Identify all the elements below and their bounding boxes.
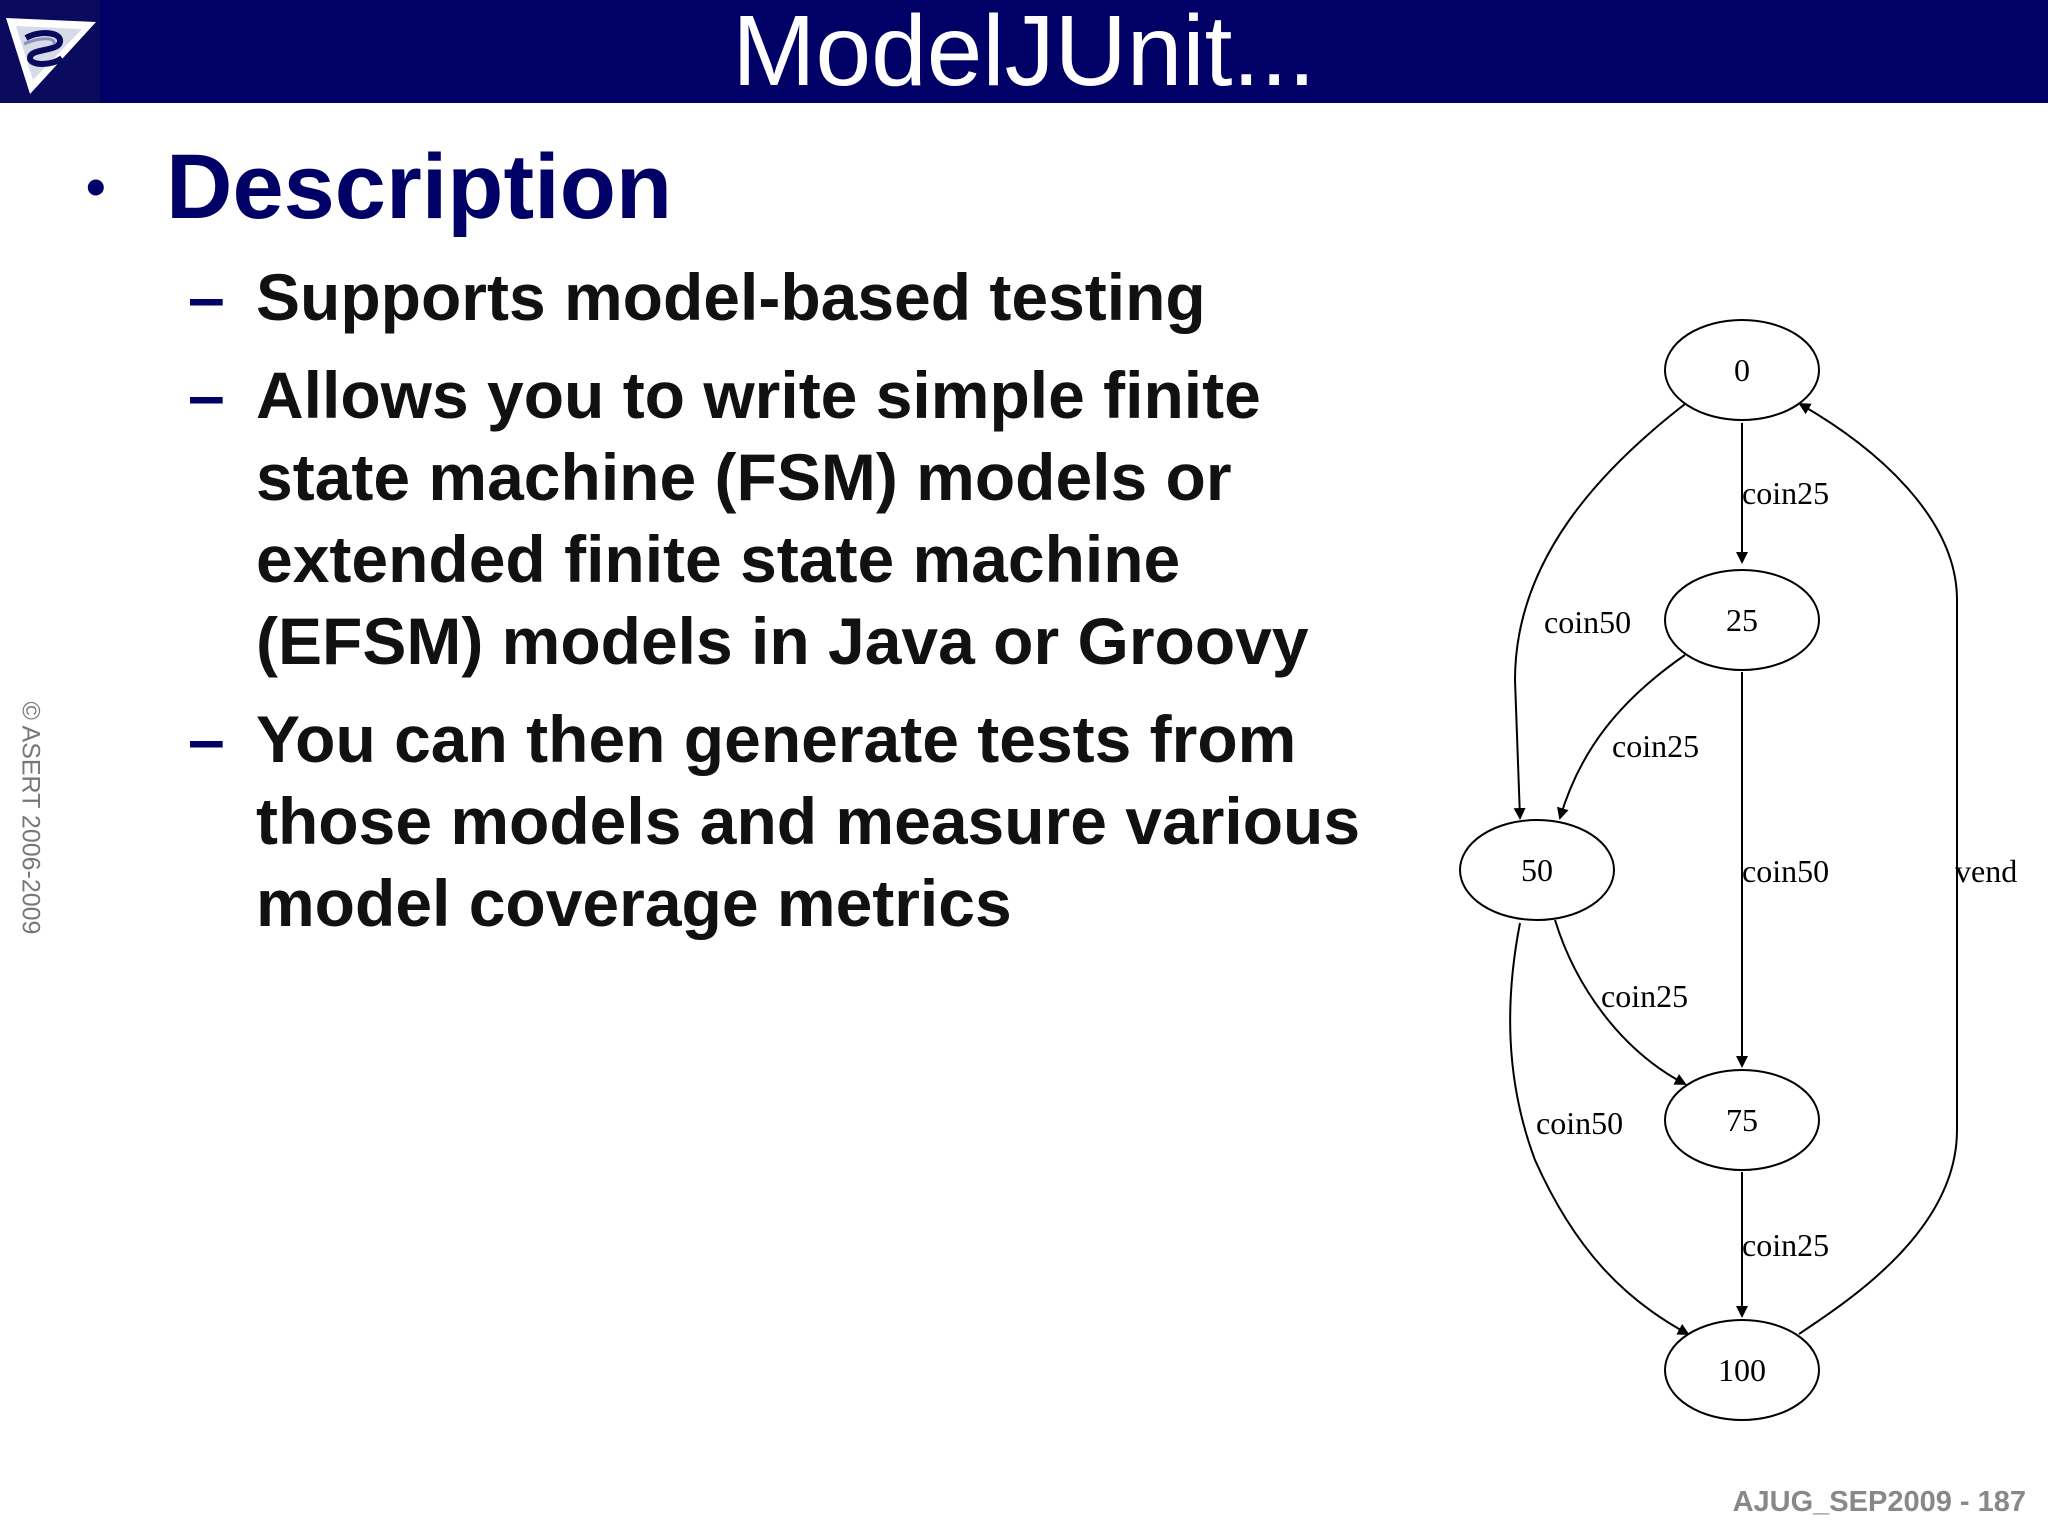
edge-label: coin50 xyxy=(1742,853,1829,889)
asert-logo xyxy=(0,0,100,103)
sub-bullet-item: – Supports model-based testing xyxy=(188,256,1418,338)
title-bar: ModelJUnit... xyxy=(0,0,2048,103)
node-label: 75 xyxy=(1726,1102,1758,1138)
edge-label: vend xyxy=(1955,853,2017,889)
dash-icon: – xyxy=(188,260,225,334)
fsm-diagram: coin25 coin50 coin25 coin50 coin25 coin5… xyxy=(1440,300,2048,1450)
edge-label: coin25 xyxy=(1742,1227,1829,1263)
footer-slide-number: AJUG_SEP2009 - 187 xyxy=(1732,1486,2026,1518)
node-label: 25 xyxy=(1726,602,1758,638)
sub-bullet-item: – Allows you to write simple finite stat… xyxy=(188,354,1418,682)
slide-title: ModelJUnit... xyxy=(732,0,1316,107)
main-bullet-text: Description xyxy=(166,136,673,238)
dash-icon: – xyxy=(188,702,225,776)
bullet-dot-icon: • xyxy=(86,155,106,218)
state-node-50: 50 xyxy=(1459,819,1615,921)
node-label: 0 xyxy=(1734,352,1750,388)
sub-bullet-text: Allows you to write simple finite state … xyxy=(256,358,1309,678)
edge-0-25: coin25 xyxy=(1736,423,1829,564)
edge-label: coin25 xyxy=(1601,978,1688,1014)
main-bullet: • Description xyxy=(86,132,672,242)
node-label: 50 xyxy=(1521,852,1553,888)
edge-50-100: coin50 xyxy=(1509,922,1690,1335)
edge-25-75: coin50 xyxy=(1736,672,1829,1068)
edge-0-50: coin50 xyxy=(1513,403,1686,820)
state-node-100: 100 xyxy=(1664,1319,1820,1421)
sub-bullet-item: – You can then generate tests from those… xyxy=(188,698,1418,944)
edge-75-100: coin25 xyxy=(1736,1172,1829,1318)
sub-bullet-text: You can then generate tests from those m… xyxy=(256,702,1361,940)
node-label: 100 xyxy=(1718,1352,1766,1388)
edge-50-75: coin25 xyxy=(1554,919,1688,1085)
state-node-0: 0 xyxy=(1664,319,1820,421)
edge-25-50: coin25 xyxy=(1557,654,1699,820)
sub-bullet-text: Supports model-based testing xyxy=(256,260,1206,334)
edge-100-0: vend xyxy=(1798,403,2017,1335)
state-node-75: 75 xyxy=(1664,1069,1820,1171)
edge-label: coin50 xyxy=(1536,1105,1623,1141)
copyright-text: © ASERT 2006-2009 xyxy=(16,701,45,935)
sub-bullet-list: – Supports model-based testing – Allows … xyxy=(188,256,1418,960)
dash-icon: – xyxy=(188,358,225,432)
state-node-25: 25 xyxy=(1664,569,1820,671)
edge-label: coin25 xyxy=(1612,728,1699,764)
edge-label: coin25 xyxy=(1742,475,1829,511)
edge-label: coin50 xyxy=(1544,604,1631,640)
